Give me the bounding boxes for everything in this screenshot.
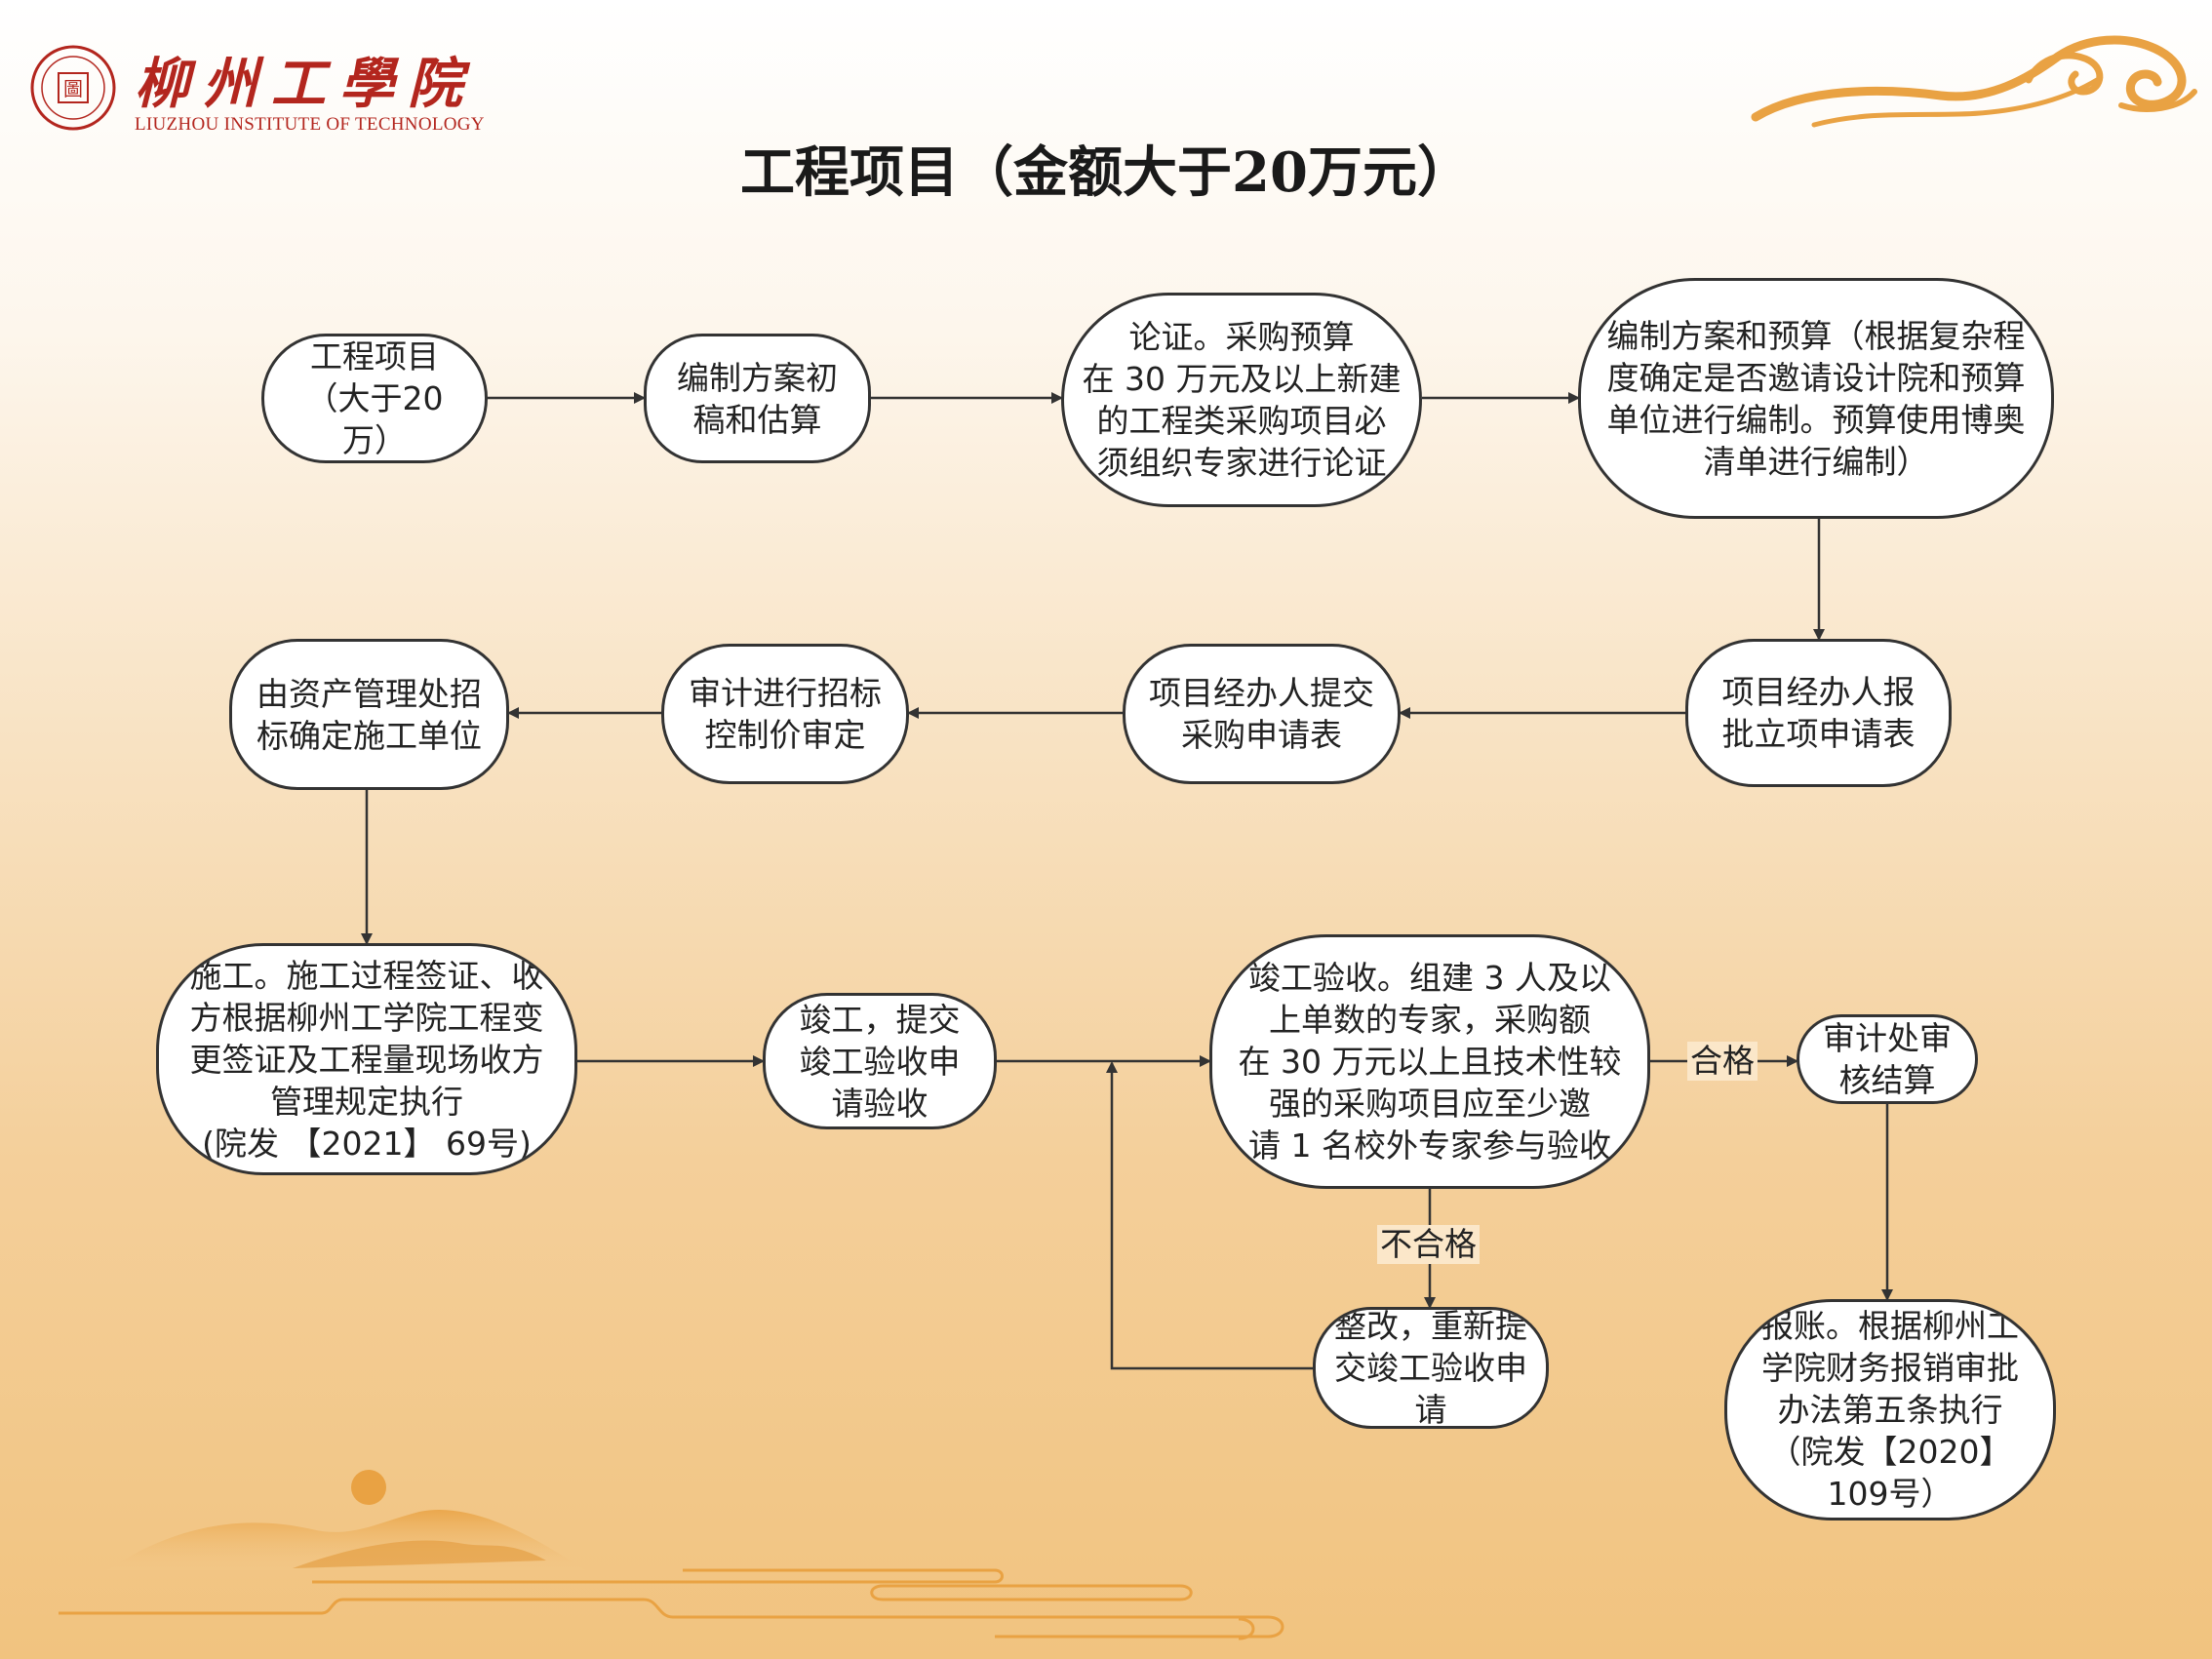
edge-label-pass: 合格 xyxy=(1687,1042,1758,1081)
node-audit-settlement: 审计处审 核结算 xyxy=(1797,1014,1978,1104)
logo-english-name: LIUZHOU INSTITUTE OF TECHNOLOGY xyxy=(135,114,485,135)
node-approval-application: 项目经办人报 批立项申请表 xyxy=(1685,639,1952,787)
node-completion-request: 竣工，提交 竣工验收申 请验收 xyxy=(763,993,997,1129)
edge-n13-loop xyxy=(1106,1061,1313,1370)
mountain-decoration-icon xyxy=(59,1470,1284,1640)
logo-name: 柳州工學院 xyxy=(135,52,476,116)
node-engineering-project: 工程项目 （大于20 万） xyxy=(261,334,488,463)
node-rectification: 整改，重新提 交竣工验收申 请 xyxy=(1313,1307,1549,1429)
node-construction: 施工。施工过程签证、收 方根据柳州工学院工程变 更签证及工程量现场收方 管理规定… xyxy=(156,943,577,1175)
node-demonstration: 论证。采购预算 在 30 万元及以上新建 的工程类采购项目必 须组织专家进行论证 xyxy=(1061,293,1422,507)
node-plan-and-budget: 编制方案和预算（根据复杂程 度确定是否邀请设计院和预算 单位进行编制。预算使用博… xyxy=(1578,278,2054,519)
seal-icon: 圖 xyxy=(30,45,116,131)
cloud-decoration-icon xyxy=(1751,35,2197,128)
node-completion-acceptance: 竣工验收。组建 3 人及以 上单数的专家，采购额 在 30 万元以上且技术性较 … xyxy=(1209,934,1650,1189)
edge-label-fail: 不合格 xyxy=(1377,1225,1480,1264)
node-reimbursement: 报账。根据柳州工 学院财务报销审批 办法第五条执行 （院发【2020】 109号… xyxy=(1724,1299,2056,1521)
node-tender-contractor: 由资产管理处招 标确定施工单位 xyxy=(229,639,509,790)
node-draft-plan: 编制方案初 稿和估算 xyxy=(644,334,871,463)
page-title: 工程项目（金额大于20万元） xyxy=(740,140,1472,205)
seal-text: 圖 xyxy=(63,77,83,100)
node-audit-control-price: 审计进行招标 控制价审定 xyxy=(661,644,909,784)
node-purchase-application: 项目经办人提交 采购申请表 xyxy=(1123,644,1401,784)
